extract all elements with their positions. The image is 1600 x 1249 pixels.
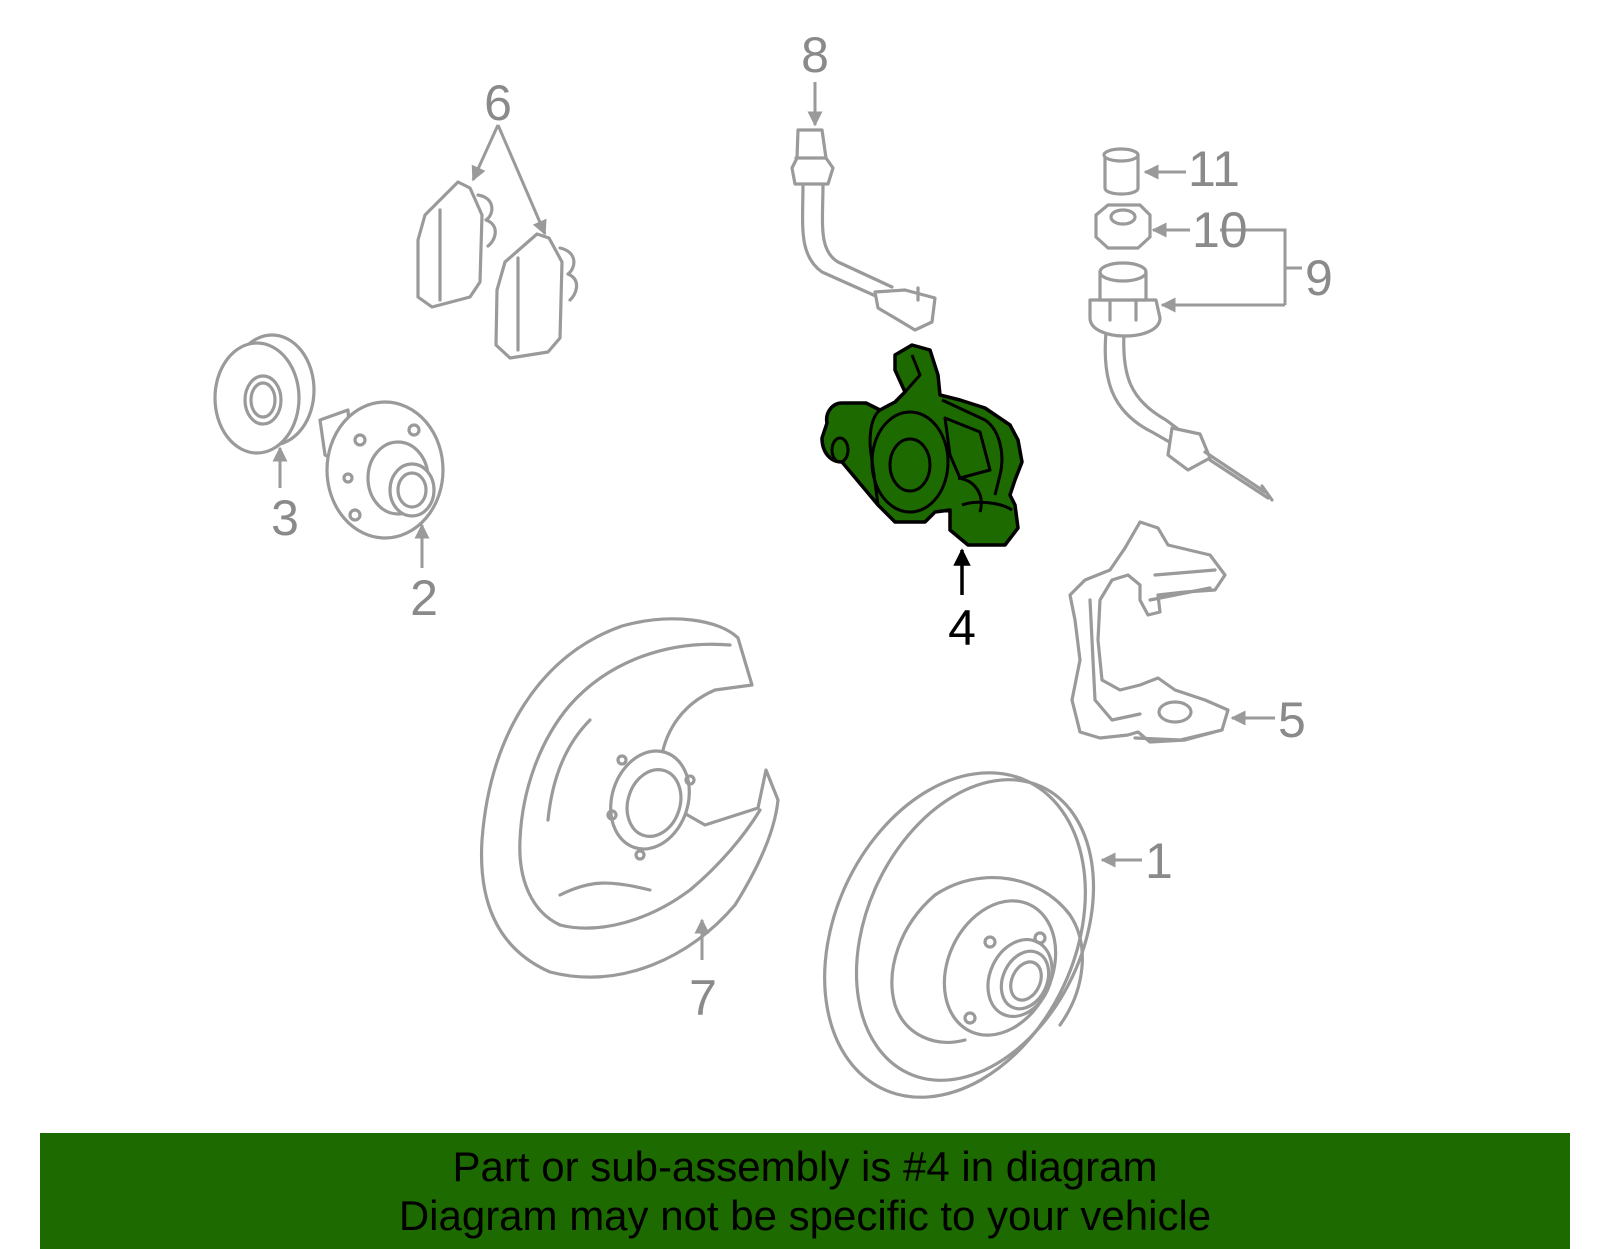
splash-shield-part-7[interactable]: [479, 617, 780, 979]
parts-diagram: 8 6 3 2 11 10 9 5 1 7 4: [213, 27, 1333, 1130]
rotor-part-1[interactable]: [774, 730, 1139, 1130]
callout-7: 7: [689, 970, 717, 1026]
caliper-part-4[interactable]: [820, 343, 1024, 547]
callout-2: 2: [410, 570, 438, 626]
bearing-part-3[interactable]: [213, 333, 316, 455]
callout-4: 4: [948, 600, 976, 656]
callout-5: 5: [1278, 692, 1306, 748]
callout-3: 3: [271, 490, 299, 546]
callout-10: 10: [1192, 202, 1248, 258]
brake-hose-part-8[interactable]: [790, 128, 937, 332]
guide-pin-part-9[interactable]: [1088, 261, 1274, 502]
info-banner: Part or sub-assembly is #4 in diagram Di…: [40, 1133, 1570, 1249]
banner-part-line: Part or sub-assembly is #4 in diagram: [452, 1143, 1158, 1190]
callout-11: 11: [1188, 141, 1240, 197]
callout-6: 6: [484, 75, 512, 131]
hub-part-2[interactable]: [318, 400, 445, 540]
brake-pads-part-6[interactable]: [416, 180, 579, 360]
nut-part-10[interactable]: [1094, 203, 1152, 250]
leader-lines: [272, 82, 1302, 960]
callout-labels: 8 6 3 2 11 10 9 5 1 7 4: [271, 27, 1333, 1026]
callout-8: 8: [801, 27, 829, 83]
callout-9: 9: [1305, 250, 1333, 306]
callout-1: 1: [1145, 833, 1173, 889]
banner-disclaimer-line: Diagram may not be specific to your vehi…: [398, 1192, 1212, 1239]
caliper-bracket-part-5[interactable]: [1068, 520, 1230, 744]
cap-part-11[interactable]: [1102, 147, 1140, 196]
